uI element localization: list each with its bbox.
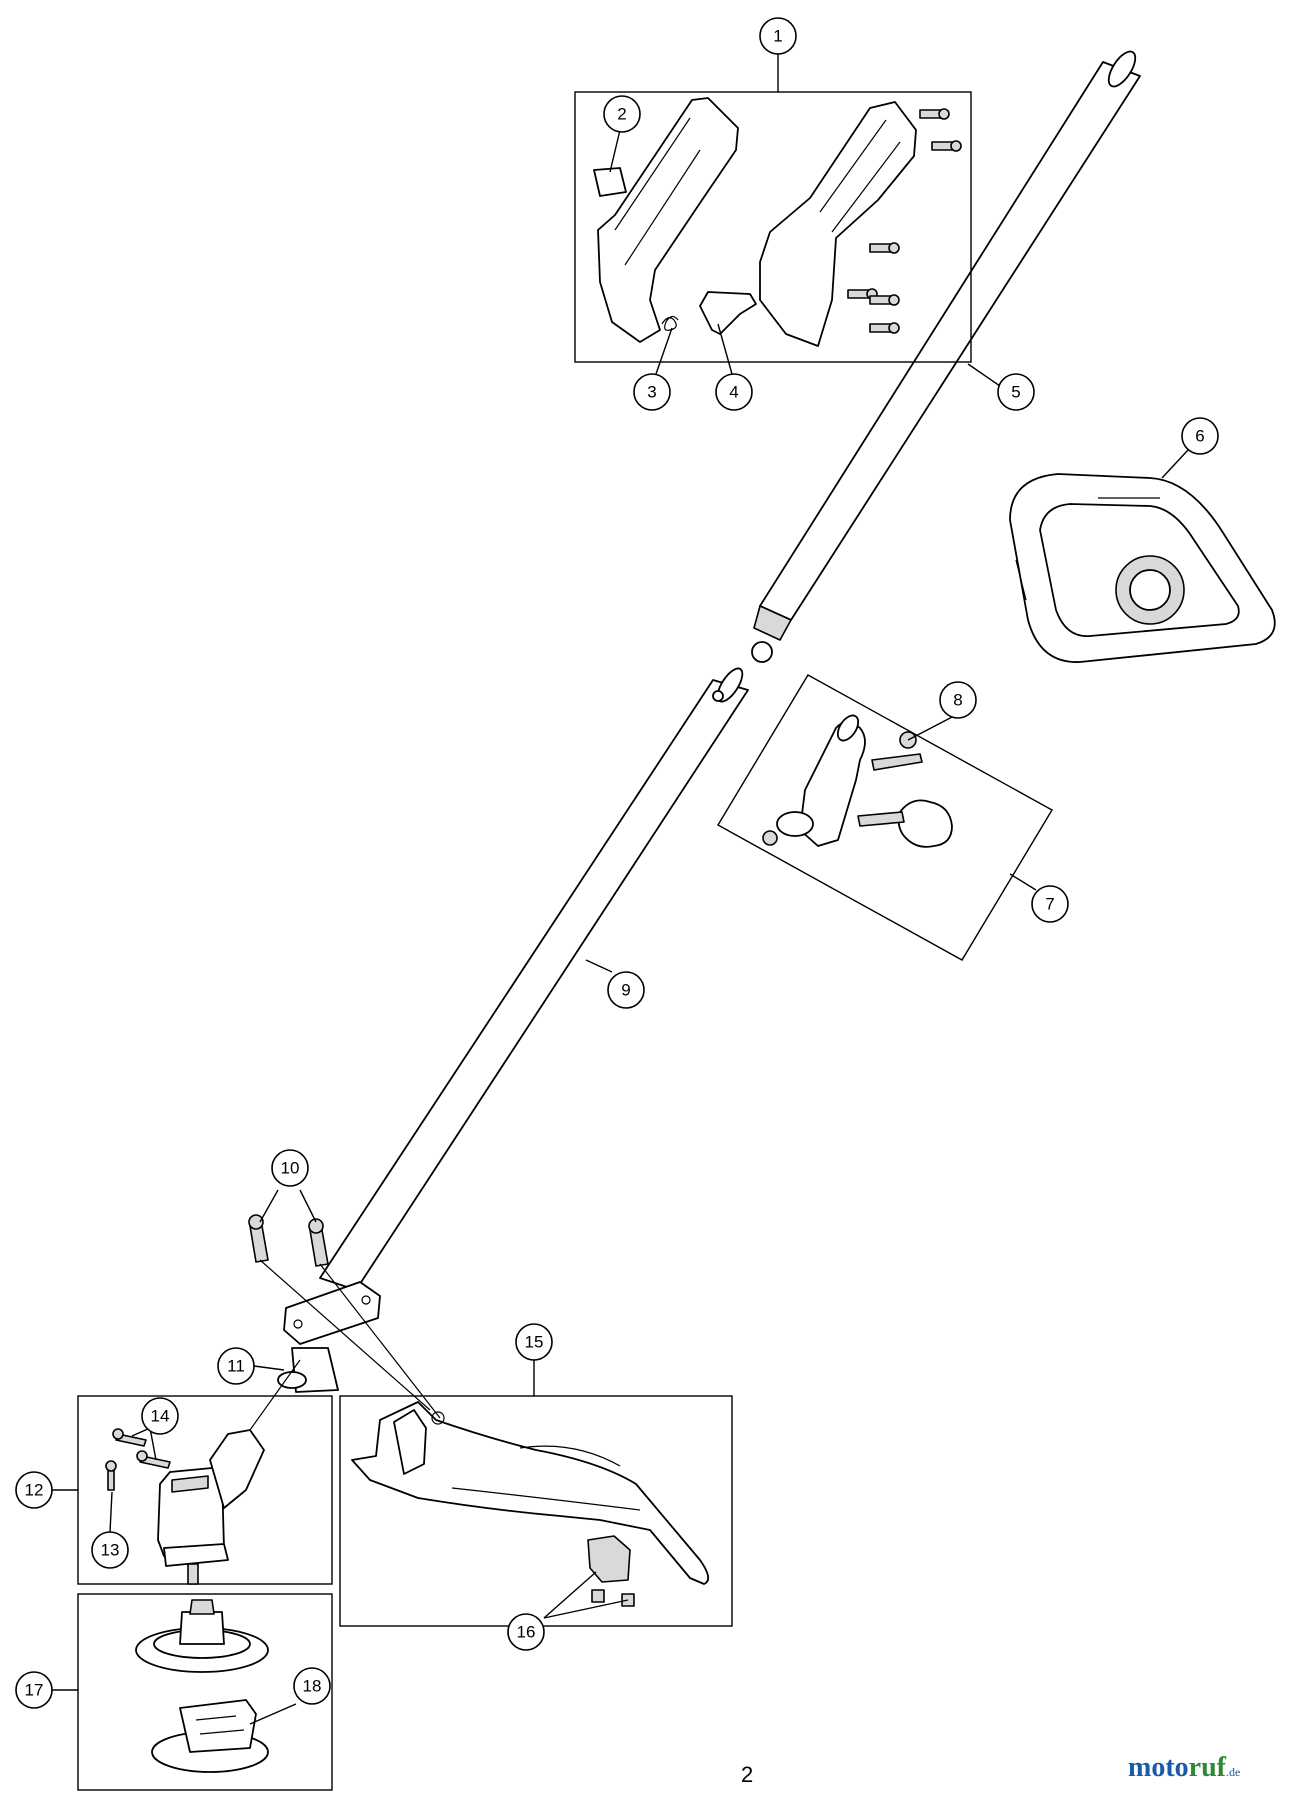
callout-18-label: 18 bbox=[303, 1677, 322, 1696]
callout-7-label: 7 bbox=[1045, 895, 1054, 914]
callout-9: 9 bbox=[607, 971, 645, 1009]
brand-part1: moto bbox=[1128, 1752, 1189, 1783]
callout-3: 3 bbox=[633, 373, 671, 411]
spool-assembly bbox=[135, 1599, 269, 1773]
callout-10: 10 bbox=[271, 1149, 309, 1187]
callout-6: 6 bbox=[1181, 417, 1219, 455]
callout-4-label: 4 bbox=[729, 383, 738, 402]
callout-17: 17 bbox=[15, 1671, 53, 1709]
upper-shaft bbox=[751, 50, 1141, 663]
callout-13-label: 13 bbox=[101, 1541, 120, 1560]
callout-13: 13 bbox=[91, 1531, 129, 1569]
callout-11-label: 11 bbox=[227, 1357, 245, 1376]
callout-14: 14 bbox=[141, 1397, 179, 1435]
callout-15-label: 15 bbox=[525, 1333, 544, 1352]
callout-1-label: 1 bbox=[773, 27, 782, 46]
callout-2: 2 bbox=[603, 95, 641, 133]
handle-screws bbox=[847, 108, 962, 334]
trimmer-guard bbox=[351, 1401, 710, 1607]
leader-lines bbox=[52, 54, 1189, 1725]
callout-8-label: 8 bbox=[953, 691, 962, 710]
callout-14-label: 14 bbox=[151, 1407, 170, 1426]
callout-4: 4 bbox=[715, 373, 753, 411]
handle-assembly-box bbox=[574, 91, 972, 363]
spool-box bbox=[77, 1593, 333, 1791]
assist-handle bbox=[1009, 473, 1276, 663]
callout-10-label: 10 bbox=[281, 1159, 300, 1178]
callout-2-label: 2 bbox=[617, 105, 626, 124]
shaft-coupler bbox=[762, 714, 953, 848]
callout-15: 15 bbox=[515, 1323, 553, 1361]
brand-part2: ruf bbox=[1188, 1752, 1226, 1783]
callout-16: 16 bbox=[507, 1613, 545, 1651]
callout-16-label: 16 bbox=[517, 1623, 536, 1642]
brand-suffix: .de bbox=[1225, 1765, 1241, 1779]
handle-assembly bbox=[593, 97, 962, 347]
motor-assembly bbox=[105, 1359, 301, 1585]
callout-7: 7 bbox=[1031, 885, 1069, 923]
callout-18: 18 bbox=[293, 1667, 331, 1705]
shaft-coupler-box bbox=[717, 674, 1053, 961]
callout-3-label: 3 bbox=[647, 383, 656, 402]
callout-8: 8 bbox=[939, 681, 977, 719]
shaft-bracket bbox=[248, 1214, 441, 1419]
callout-1: 1 bbox=[759, 17, 797, 55]
callout-17-label: 17 bbox=[25, 1681, 44, 1700]
callout-12-label: 12 bbox=[25, 1481, 44, 1500]
page-number: 2 bbox=[741, 1762, 754, 1787]
callout-9-label: 9 bbox=[621, 981, 630, 1000]
callout-11: 11 bbox=[217, 1347, 255, 1385]
callout-5: 5 bbox=[997, 373, 1035, 411]
callout-6-label: 6 bbox=[1195, 427, 1204, 446]
callout-12: 12 bbox=[15, 1471, 53, 1509]
lower-shaft bbox=[319, 667, 749, 1291]
brand-watermark: motoruf.de bbox=[1128, 1752, 1240, 1784]
callout-5-label: 5 bbox=[1011, 383, 1020, 402]
